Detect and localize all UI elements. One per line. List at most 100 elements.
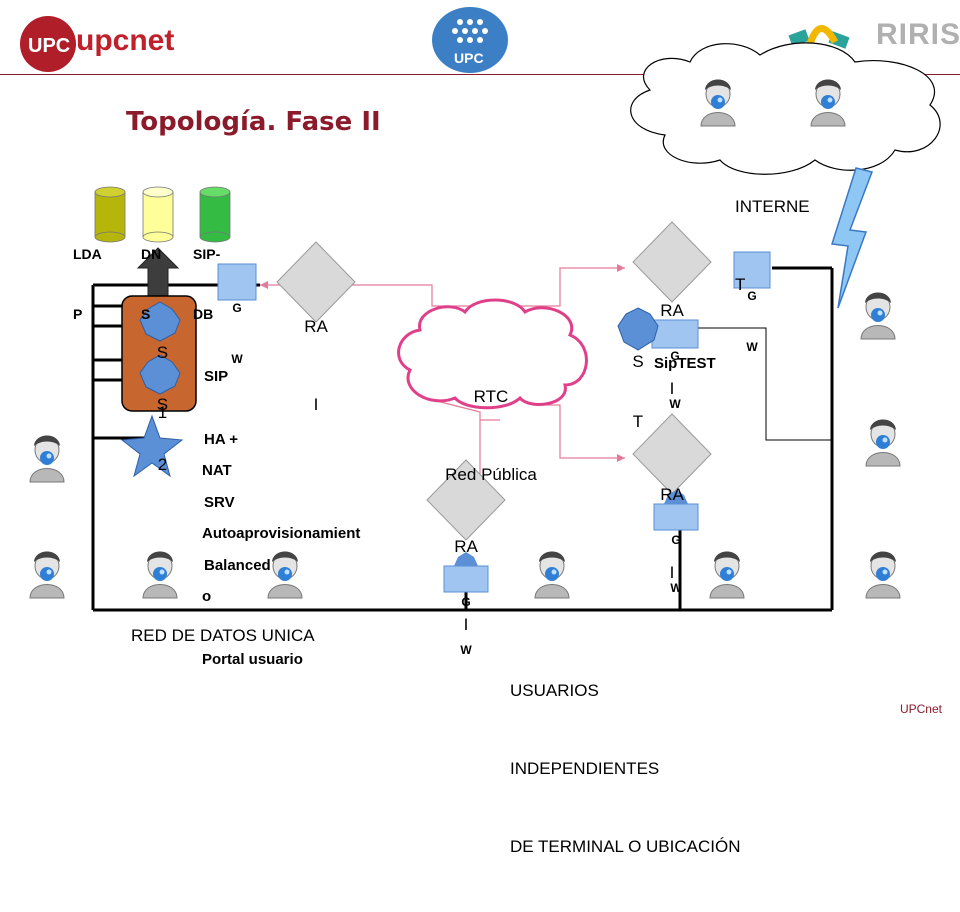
st-label-line1: S [632, 352, 644, 371]
s2-label: S 2 [153, 355, 172, 515]
user-icon [810, 79, 846, 127]
rediris-logo-text: RIRIS [876, 18, 960, 51]
rtc-label-line1: RTC [473, 387, 509, 406]
upcnet-logo: UPC upcnet [14, 10, 174, 74]
user-icon [865, 551, 901, 599]
user-icon [865, 419, 901, 467]
rai-mid-right-line2: I [669, 563, 675, 582]
gw-siptest-line2: W [669, 397, 681, 411]
gw-left-line2: W [231, 352, 243, 366]
sip-desc-line1: SIP [204, 368, 229, 385]
rtc-label: RTC Red Pública [432, 332, 550, 540]
services-line2: Autoaprovisionamient [202, 525, 361, 542]
st-star-icon [617, 307, 659, 351]
svg-text:UPC: UPC [28, 35, 70, 57]
footer-brand: UPCnet [899, 702, 942, 716]
nat-star-icon [120, 414, 184, 478]
sip-desc-line4: Balanced [204, 557, 271, 574]
user-icon [29, 551, 65, 599]
sipdb-label-line1: SIP- [193, 246, 221, 262]
rtc-label-line2: Red Pública [445, 465, 537, 484]
gw-label-top-right: G W [734, 254, 770, 390]
gw-bottom-line2: W [460, 643, 472, 657]
services-description: NAT Autoaprovisionamient o Portal usuari… [202, 418, 360, 712]
sipdb-label-line2: DB [193, 306, 214, 322]
sip-desc-line3: SRV [204, 494, 235, 511]
dns-db-icon [142, 186, 174, 243]
ldap-db-icon [94, 186, 126, 243]
gw-left-line1: G [232, 301, 242, 315]
gw-box-siptest [651, 319, 699, 349]
st-label: S T [630, 312, 646, 472]
s1-node-icon [139, 301, 181, 342]
gw-mid-right-line2: W [670, 581, 682, 595]
gw-bottom-star-icon [454, 552, 478, 566]
rai-top-right-line2: I [669, 379, 675, 398]
ldap-label-line1: LDA [73, 246, 102, 262]
rai-bottom-line1: RA [454, 537, 478, 556]
rai-left-line2: I [313, 395, 319, 414]
header-rule [0, 74, 960, 75]
user-icon [709, 551, 745, 599]
upcnet-logo-icon: UPC [20, 16, 76, 72]
upc-center-logo: UPC [430, 4, 510, 74]
rai-mid-right-line1: RA [660, 485, 684, 504]
page-title: Topología. Fase II [126, 107, 381, 137]
users-desc-line3: DE TERMINAL O UBICACIÓN [510, 837, 741, 856]
user-icon [860, 292, 896, 340]
services-line3: o [202, 588, 212, 605]
internet-label-line2: T [735, 275, 746, 294]
user-icon [534, 551, 570, 599]
s2-label-line2: 2 [157, 455, 168, 474]
users-desc-line2: INDEPENDIENTES [510, 759, 660, 778]
gw-boxes [217, 251, 771, 593]
database-cylinders [94, 186, 231, 243]
sip-server-description: SIP HA + SRV Balanced [204, 324, 271, 618]
slide: UPC upcnet UPC RIRIS Topología. Fase II [0, 4, 960, 856]
sip-db-icon [199, 186, 231, 243]
gw-label-mid-right: G W [654, 500, 698, 628]
rai-left-line1: RA [304, 317, 328, 336]
rediris-logo: RIRIS [780, 14, 960, 64]
s1-label-line1: S [156, 343, 169, 362]
ldap-label-line2: P [73, 306, 83, 322]
services-line4: Portal usuario [202, 651, 303, 668]
user-icon [142, 551, 178, 599]
sip-desc-line2: HA + [204, 431, 239, 448]
gw-top-right-line1: G [747, 289, 757, 303]
lightning-bolt-icon [831, 167, 874, 309]
gw-siptest-line1: G [670, 349, 680, 363]
rai-label-left: RA I [296, 262, 336, 470]
s1-label: S 1 [153, 303, 172, 463]
data-network-lines [91, 266, 834, 612]
rai-diamond-top-right [632, 221, 712, 303]
users-description: USUARIOS INDEPENDIENTES DE TERMINAL O UB… [510, 626, 740, 912]
services-line1: NAT [202, 462, 232, 479]
gw-box-left [217, 263, 257, 301]
s2-label-line1: S [156, 395, 169, 414]
upcnet-logo-text: upcnet [76, 24, 175, 57]
gw-label-bottom: G W [444, 562, 488, 690]
gw-label-left: G W [218, 266, 256, 402]
user-icon [700, 79, 736, 127]
gw-mid-right-line1: G [671, 533, 681, 547]
gw-bottom-line1: G [461, 595, 471, 609]
data-network-label: RED DE DATOS UNICA [131, 626, 315, 645]
st-label-line2: T [632, 412, 644, 431]
users-desc-line1: USUARIOS [510, 681, 599, 700]
gw-top-right-line2: W [746, 340, 758, 354]
user-icon [267, 551, 303, 599]
upc-shield-icon [432, 7, 508, 73]
rtc-cloud [397, 298, 588, 410]
s2-node-icon [139, 354, 181, 395]
s1-label-line2: 1 [157, 403, 168, 422]
user-icons [29, 79, 901, 599]
gw-box-bottom [443, 565, 489, 593]
gw-mid-star-icon [664, 490, 688, 504]
dns-label-line2: S [141, 306, 151, 322]
gw-label-siptest: G W [660, 316, 690, 444]
siptest-link [698, 327, 832, 441]
siptest-label: SipTEST [654, 355, 716, 372]
gw-box-mid-right [653, 503, 699, 531]
internet-label-line1: INTERNE [735, 197, 810, 216]
